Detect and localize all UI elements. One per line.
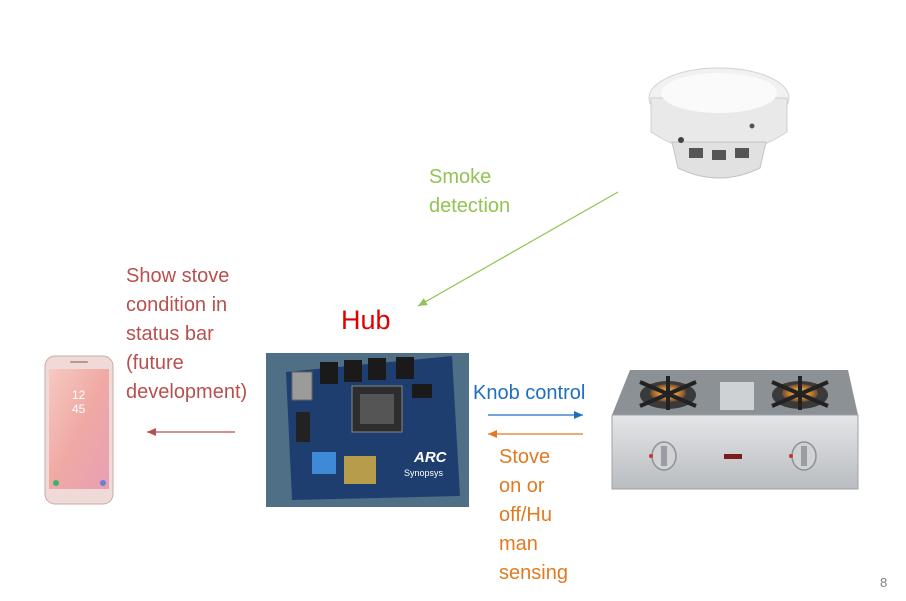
knob-control-label: Knob control	[473, 382, 586, 404]
smartphone-image	[44, 355, 114, 505]
phone-clock: 12 45	[72, 388, 86, 416]
page-number: 8	[880, 575, 888, 590]
status-bar-label: Show stove condition in status bar (futu…	[126, 265, 248, 403]
board-logo-text: ARC	[413, 449, 448, 466]
smoke-detector-image	[648, 67, 790, 179]
smoke-detection-label: Smoke detection	[429, 166, 511, 217]
smoke-arrow	[417, 191, 619, 307]
hub-label: Hub	[341, 305, 391, 335]
arc-board-image	[266, 353, 469, 507]
gas-stove-image	[611, 370, 859, 490]
stove-sensing-label: Stove on or off/Hu man sensing	[499, 446, 568, 584]
board-brand-text: Synopsys	[404, 468, 444, 478]
